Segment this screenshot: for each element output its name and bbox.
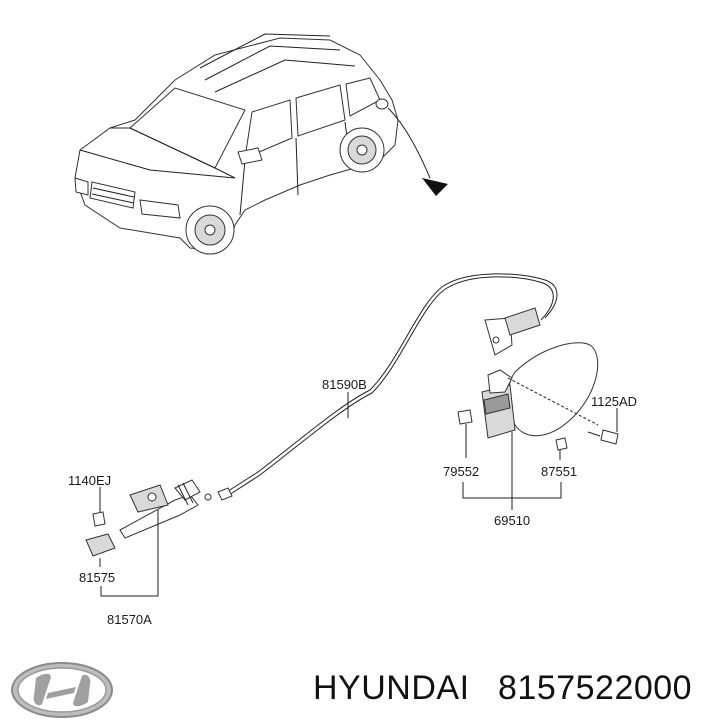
release-cable [204,273,558,501]
label-1125ad: 1125AD [591,394,637,409]
hyundai-logo [11,662,113,718]
label-79552: 79552 [443,464,479,479]
label-1140ej: 1140EJ [68,473,111,488]
brand-name: HYUNDAI [313,669,470,707]
label-69510: 69510 [494,513,530,528]
part-number: 8157522000 [498,669,692,707]
label-81575: 81575 [79,570,115,585]
detail-arrow [387,107,448,196]
leader-lines [99,392,618,597]
label-81570a: 81570A [107,612,152,627]
fuel-door-assembly [457,342,619,451]
label-87551: 87551 [541,464,577,479]
opener-lever-assembly [85,479,201,557]
label-81590b: 81590B [322,377,367,392]
vehicle-illustration [74,33,399,255]
